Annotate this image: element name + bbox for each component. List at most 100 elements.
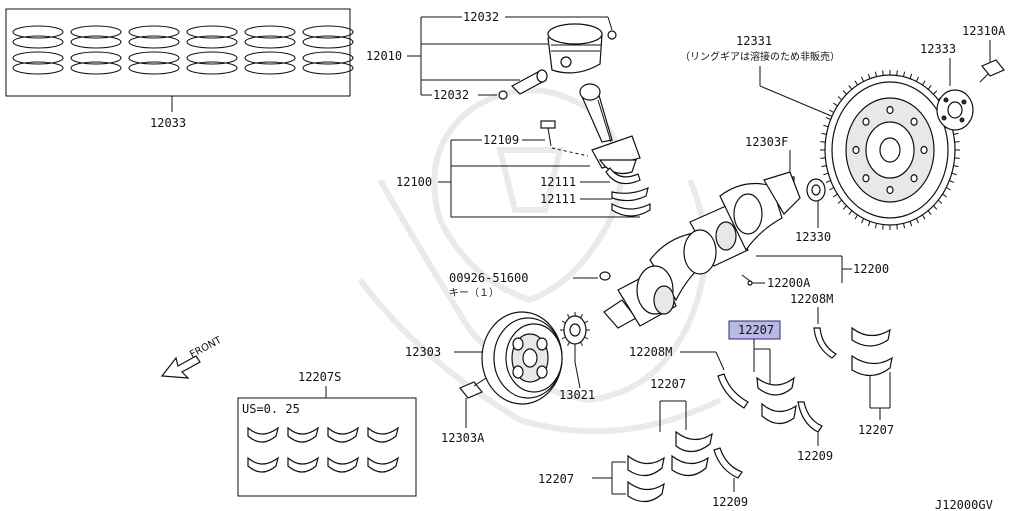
flywheel-hole — [886, 185, 894, 195]
thrust-washer-shape-left — [717, 373, 749, 409]
piston-ring — [244, 25, 296, 39]
gear-tooth — [829, 109, 834, 113]
piston-ring — [302, 25, 354, 39]
gear-tooth — [848, 210, 853, 216]
sprocket-tooth — [561, 320, 566, 324]
ring-stacks — [12, 25, 354, 75]
gear-tooth — [951, 172, 957, 176]
gear-tooth — [949, 180, 955, 183]
sprocket-tooth — [584, 336, 589, 340]
gear-tooth — [953, 165, 959, 168]
piston-ring — [186, 51, 238, 65]
flywheel — [820, 70, 960, 230]
gear-tooth — [825, 180, 831, 183]
gear-tooth — [882, 70, 884, 76]
gear-tooth — [820, 157, 826, 159]
gear-tooth — [954, 141, 960, 143]
flywheel-hole — [862, 174, 870, 183]
gear-tooth — [903, 71, 906, 77]
main-bearing-pair-highlighted — [756, 376, 797, 425]
pilot-bearing-group[interactable]: 12303F 12330 — [745, 135, 831, 244]
crank-sprocket-assembly[interactable]: 13021 — [559, 312, 595, 402]
piston-ring — [302, 61, 354, 75]
sprocket-tooth — [561, 336, 566, 340]
sprocket-tooth — [567, 314, 570, 319]
label-12207-right: 12207 — [858, 423, 894, 437]
gear-tooth — [842, 205, 847, 210]
piston-ring — [302, 35, 354, 49]
gear-tooth — [823, 172, 829, 176]
piston-ring — [128, 51, 180, 65]
gear-tooth — [842, 90, 847, 95]
label-12208m-left: 12208M — [629, 345, 672, 359]
connecting-rod-assembly[interactable]: 12109 12100 12111 12111 — [396, 83, 651, 218]
crankshaft — [603, 171, 801, 329]
piston-ring — [70, 61, 122, 75]
label-12207-center: 12207 — [650, 377, 686, 391]
gear-tooth — [922, 80, 926, 86]
piston-ring — [186, 35, 238, 49]
label-12209-right: 12209 — [797, 449, 833, 463]
gear-tooth — [954, 157, 960, 159]
pilot-bushing — [806, 178, 826, 202]
snap-ring-bottom — [498, 90, 508, 100]
ring-set-frame — [5, 8, 351, 97]
main-bearing-right[interactable]: 12207 — [851, 326, 894, 437]
bearing-shell-upper — [327, 426, 359, 443]
sprocket-tooth — [584, 320, 589, 324]
thrust-washer-bottom[interactable]: 12209 — [712, 447, 748, 509]
rod-bearing-upper — [605, 167, 641, 185]
gear-tooth — [909, 221, 913, 227]
piston-ring — [302, 51, 354, 65]
gear-tooth — [942, 193, 947, 198]
flywheel-assembly[interactable]: 12331 （リングギアは溶接のため非販売） 12333 12310A — [680, 24, 1006, 230]
undersize-bearing-set[interactable]: 12207S US=0. 25 — [237, 370, 417, 497]
label-12208m-right: 12208M — [790, 292, 833, 306]
flywheel-hole — [910, 174, 918, 183]
thrust-washer-lower-right[interactable]: 12209 — [797, 401, 833, 463]
gear-tooth — [922, 214, 926, 220]
thrust-washer-left[interactable]: 12208M — [629, 345, 749, 409]
piston-ring-set[interactable]: 12033 — [5, 8, 354, 130]
piston-ring — [12, 35, 64, 49]
rod-cap — [611, 202, 651, 217]
label-12033: 12033 — [150, 116, 186, 130]
sprocket-tooth — [580, 341, 583, 346]
piston-ring — [186, 25, 238, 39]
thrust-washer-right[interactable]: 12208M — [790, 292, 837, 359]
label-us-025: US=0. 25 — [242, 402, 300, 416]
label-12109: 12109 — [483, 133, 519, 147]
piston-ring — [186, 61, 238, 75]
sprocket-tooth — [567, 341, 570, 346]
main-bearing-center[interactable]: 12207 — [650, 377, 713, 477]
crankshaft-assembly[interactable]: 12200 12200A 00926-51600 キー（１） — [449, 171, 889, 329]
highlight-12207[interactable]: 12207 — [728, 320, 797, 425]
piston-ring — [244, 51, 296, 65]
main-bearing-bottom-left[interactable]: 12207 — [538, 454, 665, 503]
gear-tooth — [909, 73, 913, 79]
snap-ring-top — [607, 30, 617, 40]
gear-tooth — [903, 223, 906, 229]
flywheel-hole — [920, 145, 928, 155]
label-12303a: 12303A — [441, 431, 485, 445]
gear-tooth — [882, 224, 884, 230]
gear-tooth — [867, 221, 871, 227]
gear-tooth — [833, 193, 838, 198]
gear-tooth — [825, 117, 831, 120]
gear-tooth — [874, 71, 877, 77]
piston-ring — [12, 25, 64, 39]
gear-tooth — [867, 73, 871, 79]
gear-tooth — [937, 199, 943, 204]
piston-ring — [12, 51, 64, 65]
piston — [547, 23, 603, 74]
crank-pulley-assembly[interactable]: 12303 12303A — [405, 311, 563, 445]
gear-tooth — [821, 165, 827, 168]
gear-tooth — [829, 187, 834, 191]
label-12111-upper: 12111 — [540, 175, 576, 189]
crank-pulley — [481, 311, 563, 405]
piston-ring — [70, 35, 122, 49]
rod-bolt — [540, 120, 589, 157]
flywheel-hole — [862, 117, 870, 126]
piston-assembly[interactable]: 12032 12010 12032 — [366, 10, 617, 102]
